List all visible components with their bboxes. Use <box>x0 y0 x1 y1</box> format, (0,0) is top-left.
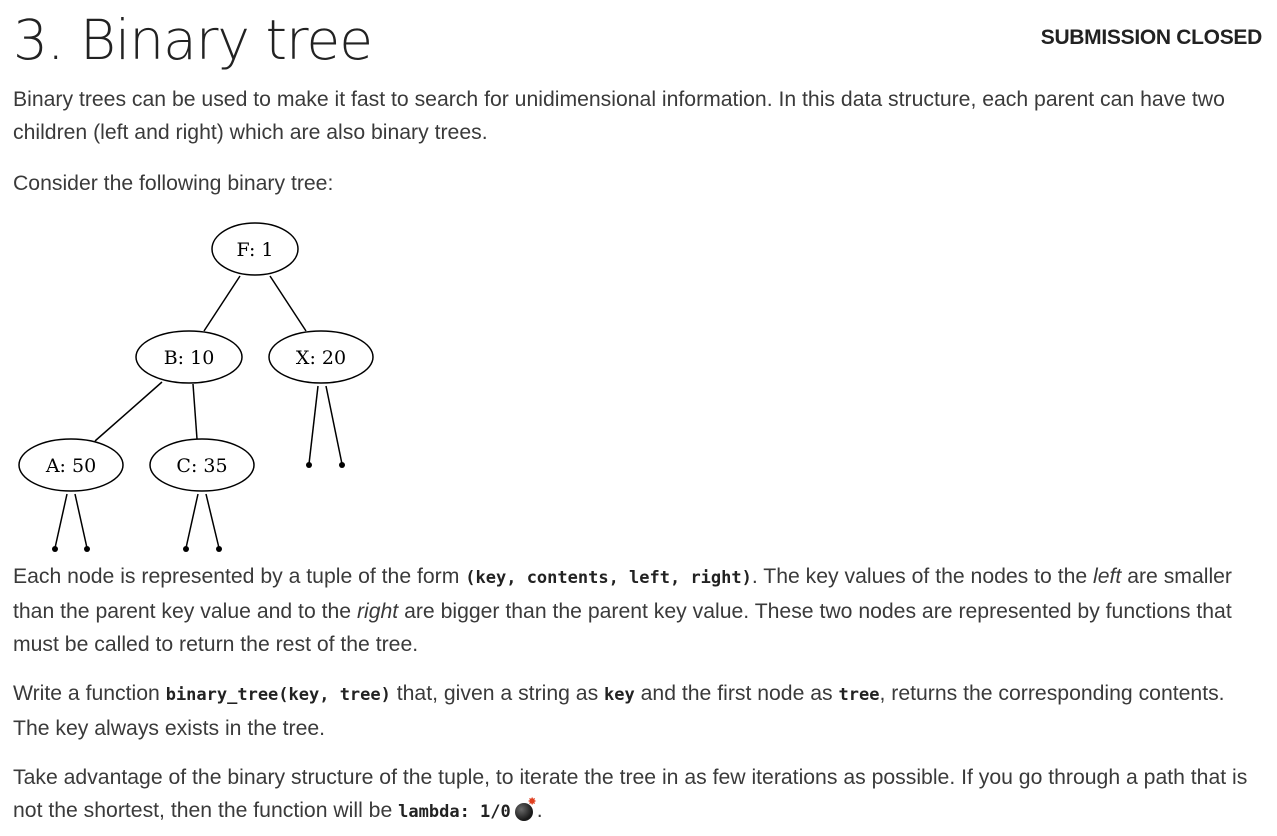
text-span: Take advantage of the binary structure o… <box>13 766 1248 822</box>
null-leaf <box>52 546 58 552</box>
text-span: Write a function <box>13 682 166 705</box>
null-leaf <box>183 546 189 552</box>
text-span: . <box>536 799 543 822</box>
edge-c-null-right <box>205 493 220 549</box>
edge-a-null-right <box>74 493 88 549</box>
tree-node-label: B: 10 <box>164 347 215 369</box>
tree-node-label: X: 20 <box>296 347 346 369</box>
tree-node-label: C: 35 <box>176 455 227 477</box>
null-leaf <box>306 462 312 468</box>
tree-node-f <box>211 222 299 276</box>
tree-node-c <box>149 438 255 492</box>
text-span: , returns the corresponding contents. Th… <box>13 682 1225 740</box>
tree-node-label: A: 50 <box>45 455 96 477</box>
advice-paragraph: Take advantage of the binary structure o… <box>13 761 1263 829</box>
text-span: are smaller than the parent key value an… <box>13 565 1232 623</box>
submission-status: SUBMISSION CLOSED <box>1040 26 1263 49</box>
tree-node-label: F: 1 <box>236 239 273 261</box>
edge-f-b <box>203 275 241 332</box>
task-paragraph: Write a function binary_tree(key, tree) … <box>13 677 1263 745</box>
edge-a-null-left <box>54 493 68 549</box>
binary-tree-diagram: F: 1 B: 10 X: 20 A: 50 C: 35 <box>18 222 374 552</box>
intro-paragraph: Binary trees can be used to make it fast… <box>13 88 1225 144</box>
text-span: Each node is represented by a tuple of t… <box>13 565 466 588</box>
tree-node-b <box>135 330 243 384</box>
tree-node-a <box>18 438 124 492</box>
text-span: . The key values of the nodes to the <box>751 565 1094 588</box>
edge-f-x <box>269 275 307 332</box>
consider-paragraph: Consider the following binary tree: <box>13 172 334 195</box>
emphasis-right: right <box>356 600 399 623</box>
null-leaf <box>216 546 222 552</box>
edge-c-null-left <box>185 493 199 549</box>
tuple-code: (key, contents, left, right) <box>465 568 752 588</box>
lambda-code: lambda: 1/0 <box>398 802 511 822</box>
key-code: key <box>604 685 635 705</box>
tree-node-x <box>268 330 374 384</box>
edge-b-a <box>94 381 163 442</box>
edge-b-c <box>192 383 198 440</box>
null-leaf <box>84 546 90 552</box>
bomb-icon: ✸ <box>514 797 537 821</box>
edge-x-null-right <box>325 385 343 465</box>
emphasis-left: left <box>1093 565 1122 588</box>
tree-code: tree <box>838 685 880 705</box>
node-description-paragraph: Each node is represented by a tuple of t… <box>13 560 1263 661</box>
text-span: are bigger than the parent key value. Th… <box>13 600 1232 656</box>
page-title: 3. Binary tree <box>13 8 373 72</box>
text-span: that, given a string as <box>390 682 605 705</box>
text-span: and the first node as <box>634 682 839 705</box>
edge-x-null-left <box>308 385 319 465</box>
null-leaf <box>339 462 345 468</box>
function-signature-code: binary_tree(key, tree) <box>165 685 391 705</box>
